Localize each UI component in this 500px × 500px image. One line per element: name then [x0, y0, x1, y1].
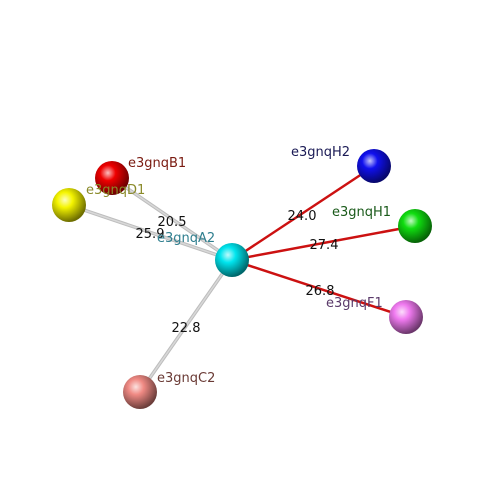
edge-label-f1: 26.8 — [306, 284, 335, 299]
edge-label-c2: 22.8 — [172, 321, 201, 336]
node-label-center: e3gnqA2 — [157, 231, 215, 246]
edge-d1 — [68, 204, 233, 261]
edge-h1 — [230, 224, 417, 262]
node-label-h1: e3gnqH1 — [332, 205, 391, 220]
node-b1[interactable] — [95, 161, 129, 195]
node-d1[interactable] — [52, 188, 86, 222]
node-f1[interactable] — [389, 300, 423, 334]
edge-b1 — [111, 177, 233, 261]
nodes-layer — [52, 149, 432, 409]
edges-layer — [67, 164, 417, 394]
node-label-d1: e3gnqD1 — [86, 183, 145, 198]
node-c2[interactable] — [123, 375, 157, 409]
edge-f1 — [230, 258, 408, 319]
edge-label-h1: 27.4 — [310, 238, 339, 253]
edge-label-d1: 25.9 — [136, 227, 165, 242]
node-label-c2: e3gnqC2 — [157, 371, 215, 386]
edge-h2 — [230, 164, 376, 262]
edge-label-h2: 24.0 — [288, 209, 317, 224]
node-h1[interactable] — [398, 209, 432, 243]
node-label-f1: e3gnqF1 — [326, 296, 383, 311]
node-label-h2: e3gnqH2 — [291, 145, 350, 160]
node-h2[interactable] — [357, 149, 391, 183]
edge-label-b1: 20.5 — [158, 215, 187, 230]
edge-c2 — [139, 259, 233, 393]
node-center[interactable] — [215, 243, 249, 277]
node-label-b1: e3gnqB1 — [128, 156, 186, 171]
labels-layer: 20.525.9 22.8 24.0 27.4 26.8 e3gnqA2 e3gnqB1 e3… — [86, 145, 391, 386]
